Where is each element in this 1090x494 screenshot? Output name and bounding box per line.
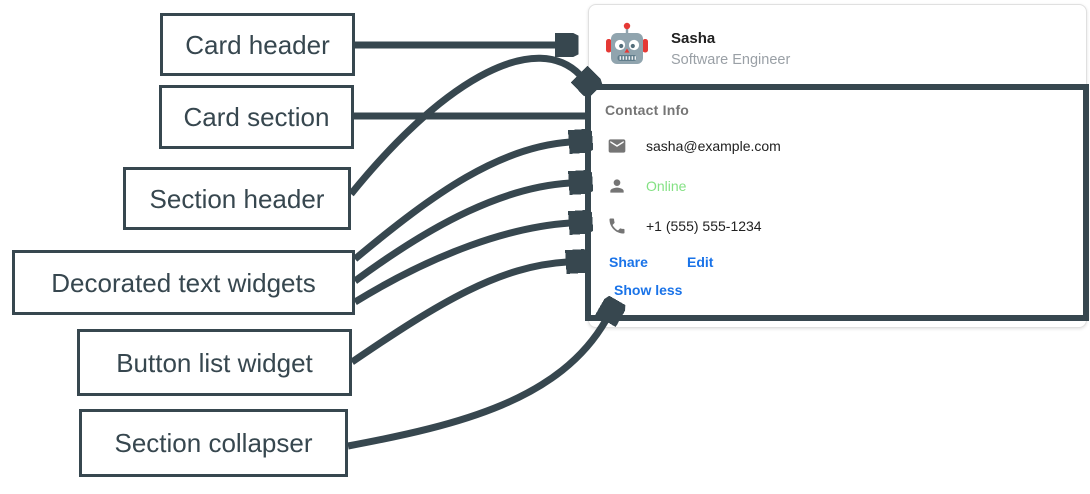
edit-button[interactable]: Edit: [687, 254, 714, 270]
label-section-collapser: Section collapser: [79, 409, 348, 477]
phone-text: +1 (555) 555-1234: [646, 218, 762, 234]
contact-row-status: Online: [607, 176, 686, 196]
show-less-button[interactable]: Show less: [614, 282, 683, 298]
contact-row-email: sasha@example.com: [607, 136, 781, 156]
phone-icon: [607, 216, 627, 236]
arrow-button-list: [350, 262, 567, 365]
label-section-header: Section header: [123, 167, 351, 230]
label-card-header: Card header: [160, 13, 355, 76]
share-button[interactable]: Share: [609, 254, 648, 270]
arrow-decorated-text-2: [352, 183, 570, 284]
robot-avatar-icon: [606, 22, 648, 64]
person-icon: [607, 176, 627, 196]
arrow-decorated-text-1: [352, 142, 570, 262]
email-text: sasha@example.com: [646, 138, 781, 154]
label-decorated-text-widgets: Decorated text widgets: [12, 250, 355, 315]
mail-icon: [607, 136, 627, 156]
user-name: Sasha: [671, 30, 716, 47]
arrow-decorated-text-3: [353, 223, 570, 305]
profile-card: Sasha Software Engineer Contact Info sas…: [588, 4, 1087, 328]
arrow-section-header: [348, 54, 580, 197]
label-card-section: Card section: [159, 85, 354, 149]
user-role: Software Engineer: [671, 52, 791, 68]
arrow-section-collapser: [347, 320, 606, 450]
section-header: Contact Info: [605, 102, 690, 118]
label-button-list-widget: Button list widget: [77, 329, 352, 396]
status-text: Online: [646, 178, 687, 194]
contact-row-phone: +1 (555) 555-1234: [607, 216, 762, 236]
